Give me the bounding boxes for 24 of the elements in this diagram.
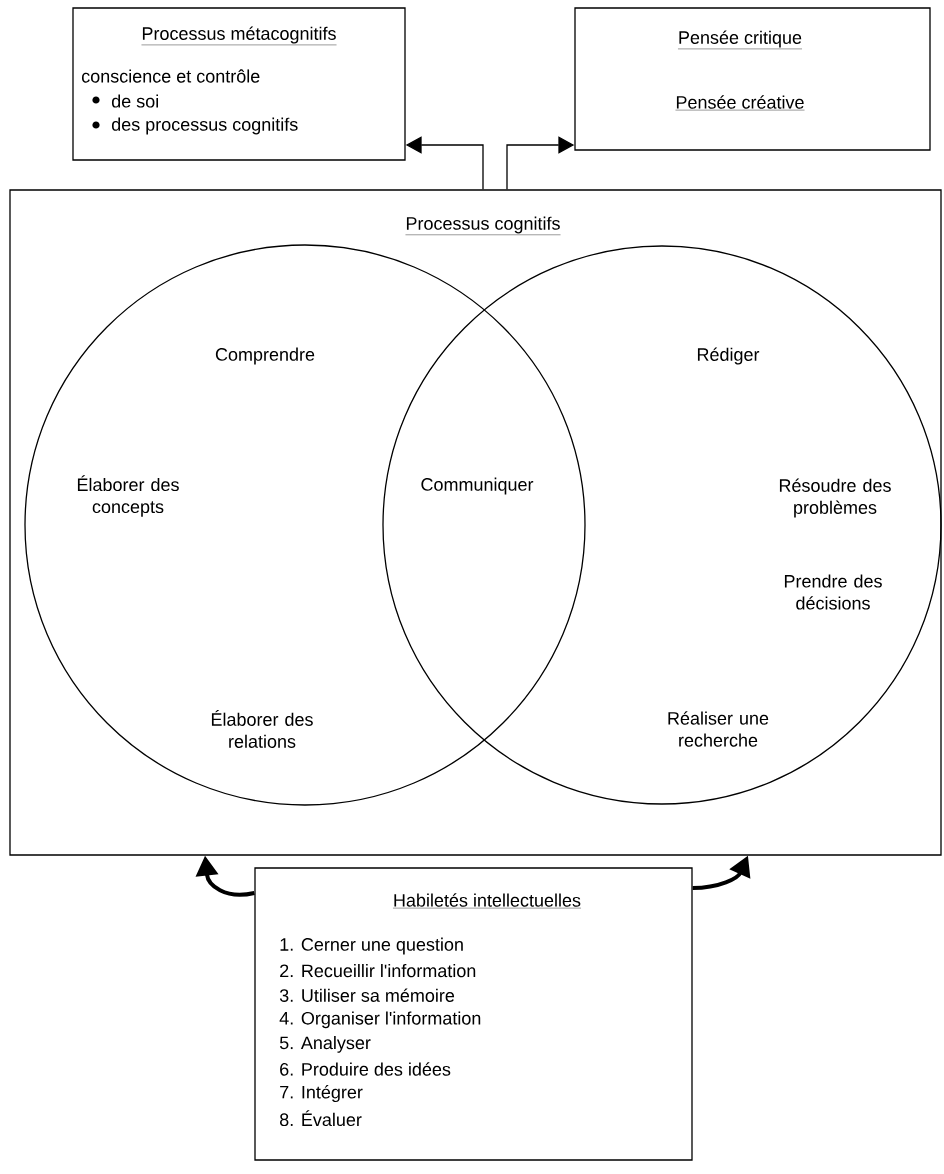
process-label: 6. Produire des idées <box>280 1062 451 1076</box>
process-label: de soi <box>111 94 158 108</box>
process-label: conscience et contrôle <box>81 69 260 83</box>
process-label: 8. Évaluer <box>280 1110 362 1127</box>
heading: Habiletés intellectuelles <box>392 893 582 909</box>
process-label: Communiquer <box>421 477 534 495</box>
process-label: Rédiger <box>697 347 760 365</box>
process-label: Comprendre <box>215 347 315 365</box>
process-label: Prendre des décisions <box>784 574 882 610</box>
process-label: Réaliser une recherche <box>668 711 769 747</box>
process-label: 3. Utiliser sa mémoire <box>279 988 455 1002</box>
process-label: 1. Cerner une question <box>280 937 463 955</box>
process-label: 2. Recueillir l'information <box>280 964 476 978</box>
heading: Pensée critique <box>677 30 803 50</box>
process-label: 5. Analyser <box>279 1036 371 1053</box>
heading: Processus cognitifs <box>405 216 561 235</box>
process-label: des processus cognitifs <box>111 117 298 135</box>
heading: Processus métacognitifs <box>141 26 337 46</box>
process-label: 4. Organiser l'information <box>279 1011 481 1029</box>
process-label: Élaborer des relations <box>211 710 313 748</box>
process-label: 7. Intégrer <box>280 1085 363 1103</box>
process-label: Résoudre des problèmes <box>779 478 891 518</box>
heading: Pensée créative <box>675 95 805 111</box>
process-label: Élaborer des concepts <box>77 475 179 517</box>
